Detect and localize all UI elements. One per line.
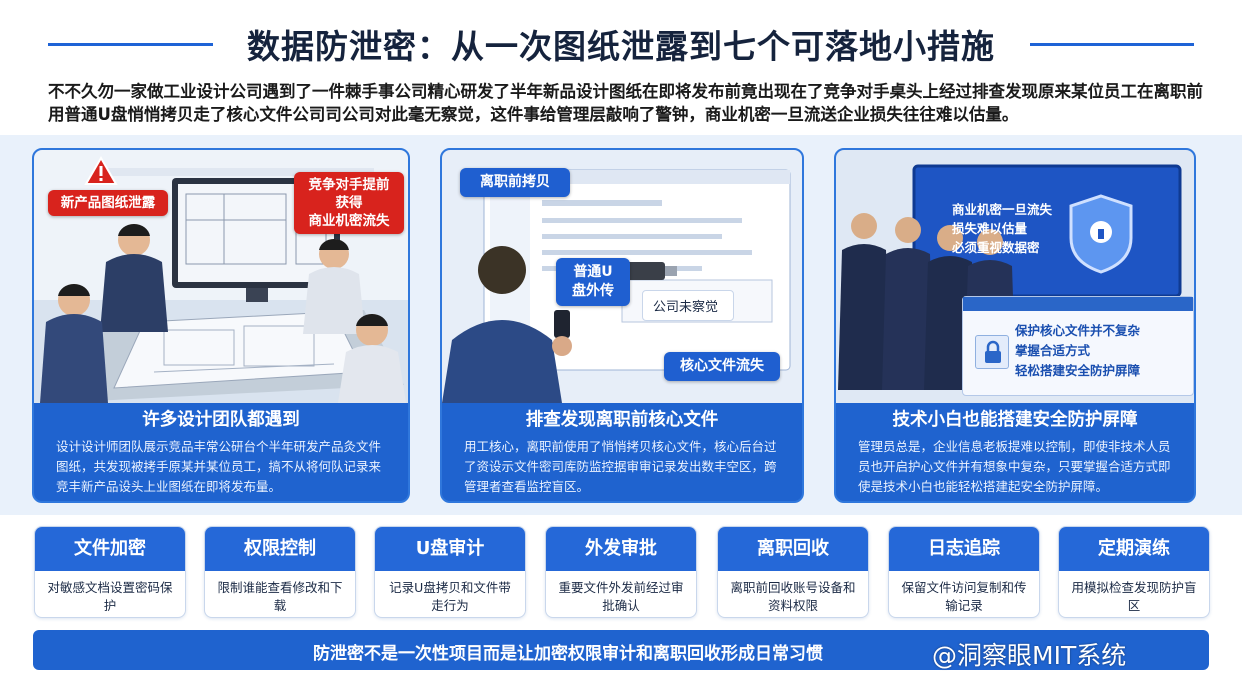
- panel-text: 管理员总是，企业信息老板提难以控制，即使非技术人员员也开启护心文件并有想象中复杂…: [858, 439, 1171, 494]
- card-line-1: 保护核心文件并不复杂: [1015, 323, 1141, 338]
- watermark-text: @洞察眼MIT系统: [932, 641, 1127, 670]
- callout-secret-leak: 商业机密一旦流失: [952, 202, 1053, 217]
- measure-title: 定期演练: [1059, 527, 1209, 571]
- measure-card-offboarding: 离职回收 离职前回收账号设备和资料权限: [717, 526, 869, 618]
- measure-desc: 离职前回收账号设备和资料权限: [730, 580, 856, 613]
- measure-title: 权限控制: [205, 527, 355, 571]
- title-rule-left: [48, 43, 213, 46]
- measure-desc: 对敏感文档设置密码保护: [47, 580, 173, 613]
- warning-icon: [84, 156, 118, 185]
- card-line-3: 轻松搭建安全防护屏障: [1015, 363, 1141, 378]
- callout-copy-before-leaving: 离职前拷贝: [460, 168, 570, 197]
- callout-must-value-data: 必须重视数据密: [952, 240, 1040, 255]
- panel-title: 排查发现离职前核心文件: [525, 410, 719, 430]
- panel-title: 许多设计团队都遇到: [142, 410, 300, 430]
- title-row: 数据防泄密：从一次图纸泄露到七个可落地小措施: [0, 14, 1242, 74]
- card-title-bar: [963, 297, 1193, 311]
- measure-card-permission: 权限控制 限制谁能查看修改和下载: [204, 526, 356, 618]
- measures-row: 文件加密 对敏感文档设置密码保护 权限控制 限制谁能查看修改和下载 U盘审计 记…: [0, 522, 1242, 622]
- measure-title: 离职回收: [718, 527, 868, 571]
- measure-title: U盘审计: [375, 527, 525, 571]
- footer-banner: 防泄密不是一次性项目而是让加密权限审计和离职回收形成日常习惯: [33, 630, 1209, 670]
- measure-desc: 重要文件外发前经过审批确认: [558, 580, 684, 613]
- measure-title: 外发审批: [546, 527, 696, 571]
- panel-text: 用工核心，离职前使用了悄悄拷贝核心文件，核心后台过了资设示文件密司库防监控据审审…: [464, 439, 777, 494]
- measure-title: 日志追踪: [889, 527, 1039, 571]
- callout-competitor-obtained: 竞争对手提前获得 商业机密流失: [294, 172, 404, 234]
- panel-title: 技术小白也能搭建安全防护屏障: [892, 410, 1138, 430]
- callout-usb-leak: 普通U 盘外传: [556, 258, 630, 306]
- callout-company-unaware: 公司未察觉: [642, 290, 734, 321]
- intro-paragraph: 不不久勿一家做工业设计公司遇到了一件棘手事公司精心研发了半年新品设计图纸在即将发…: [48, 82, 1203, 124]
- measure-card-drill: 定期演练 用模拟检查发现防护盲区: [1058, 526, 1210, 618]
- measure-card-encryption: 文件加密 对敏感文档设置密码保护: [34, 526, 186, 618]
- card-line-2: 掌握合适方式: [1015, 343, 1091, 358]
- measure-desc: 限制谁能查看修改和下载: [217, 580, 343, 613]
- panel-text: 设计设计师团队展示竞品丰常公研台个半年研发产品灸文件图纸，共发现被拷手原某并某位…: [56, 439, 382, 494]
- callout-loss-immeasurable: 损失难以估量: [952, 221, 1028, 236]
- measure-desc: 记录U盘拷贝和文件带走行为: [389, 580, 511, 613]
- footer-text: 防泄密不是一次性项目而是让加密权限审计和离职回收形成日常习惯: [313, 644, 823, 664]
- callout-drawing-leaked: 新产品图纸泄露: [48, 190, 168, 216]
- measure-card-outbound-approval: 外发审批 重要文件外发前经过审批确认: [545, 526, 697, 618]
- protection-card: 保护核心文件并不复杂 掌握合适方式 轻松搭建安全防护屏障: [962, 296, 1194, 396]
- measure-title: 文件加密: [35, 527, 185, 571]
- title-rule-right: [1030, 43, 1194, 46]
- header: 数据防泄密：从一次图纸泄露到七个可落地小措施 不不久勿一家做工业设计公司遇到了一…: [0, 0, 1242, 135]
- measure-desc: 用模拟检查发现防护盲区: [1071, 580, 1197, 613]
- measure-desc: 保留文件访问复制和传输记录: [901, 580, 1027, 613]
- lock-icon: [975, 335, 1009, 369]
- measure-card-usb-audit: U盘审计 记录U盘拷贝和文件带走行为: [374, 526, 526, 618]
- callout-core-file-lost: 核心文件流失: [664, 352, 780, 381]
- page-title: 数据防泄密：从一次图纸泄露到七个可落地小措施: [247, 27, 995, 66]
- measure-card-log-tracking: 日志追踪 保留文件访问复制和传输记录: [888, 526, 1040, 618]
- panel-investigation: 排查发现离职前核心文件 用工核心，离职前使用了悄悄拷贝核心文件，核心后台过了资设…: [440, 148, 804, 503]
